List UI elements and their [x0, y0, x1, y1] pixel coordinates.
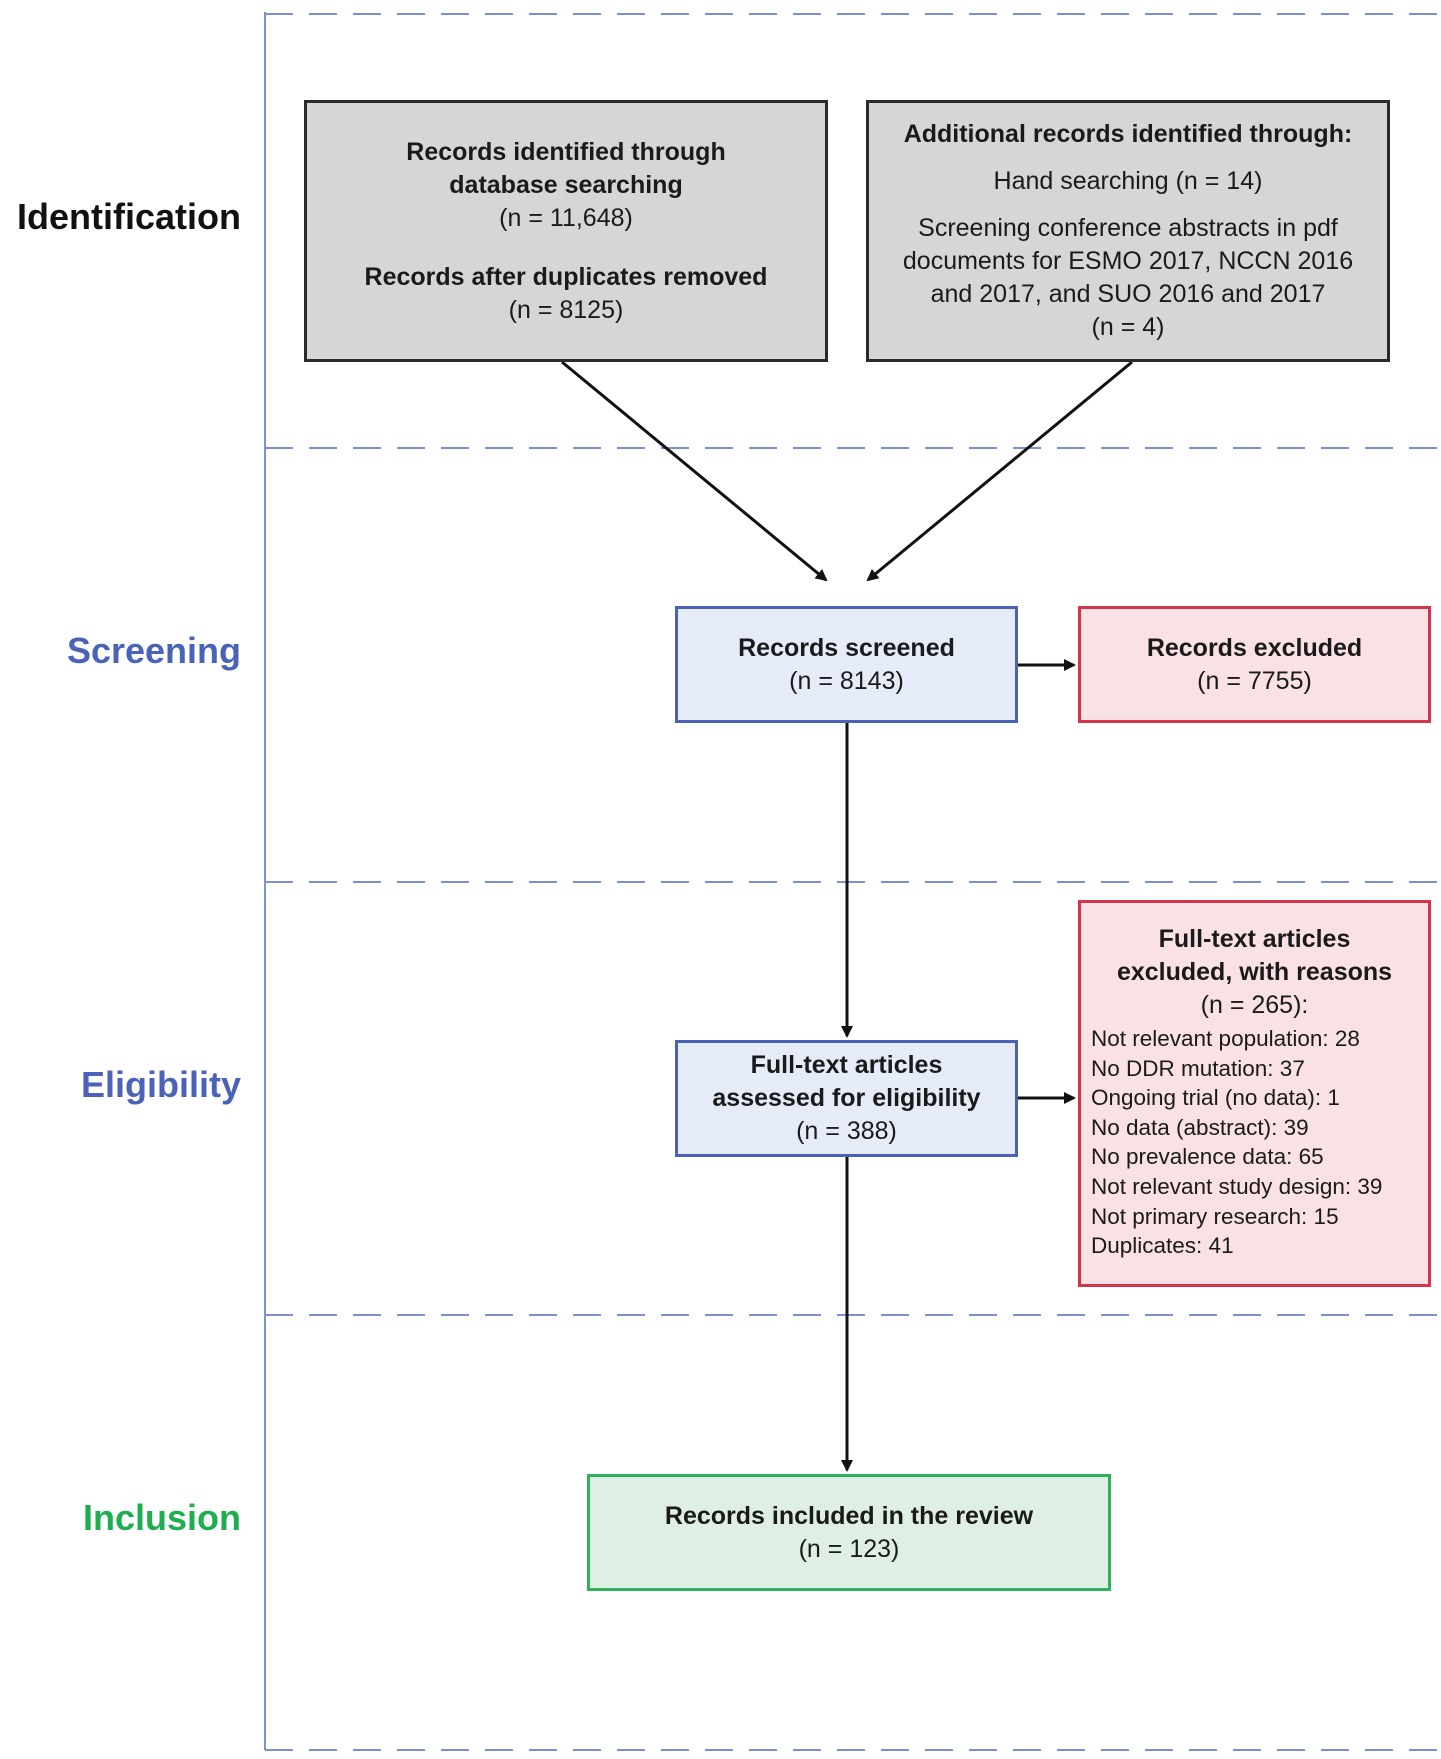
additional-box-title: Additional records identified through: — [903, 120, 1353, 148]
stage-label-inclusion: Inclusion — [82, 1497, 241, 1538]
arrow-additional-to-screened — [866, 360, 1133, 582]
conference-abstracts-text-1: Screening conference abstracts in pdf — [918, 214, 1338, 242]
duplicates-removed-count: (n = 8125) — [508, 295, 624, 324]
fulltext-assessed-count: (n = 388) — [796, 1117, 897, 1145]
duplicates-removed-title: Records after duplicates removed — [364, 262, 768, 291]
records-included-box: Records included in the review (n = 123) — [587, 1474, 1111, 1591]
records-included-count: (n = 123) — [798, 1534, 900, 1563]
records-screened-title: Records screened — [738, 633, 955, 662]
hand-searching-text: Hand searching (n = 14) — [993, 167, 1263, 195]
exclusion-reason: Not relevant population: 28 — [1091, 1026, 1360, 1051]
stage-label-eligibility: Eligibility — [80, 1064, 241, 1105]
exclusion-reason: No prevalence data: 65 — [1091, 1144, 1324, 1170]
records-screened-box: Records screened (n = 8143) — [675, 606, 1018, 723]
conference-abstracts-text-3: and 2017, and SUO 2016 and 2017 — [930, 280, 1326, 308]
records-screened-count: (n = 8143) — [789, 666, 904, 695]
fulltext-excluded-count: (n = 265): — [1200, 991, 1309, 1019]
exclusion-reasons-list: Not relevant population: 28 No DDR mutat… — [1091, 1024, 1418, 1261]
records-excluded-box: Records excluded (n = 7755) — [1078, 606, 1431, 723]
additional-records-box: Additional records identified through: H… — [866, 100, 1390, 362]
database-box-title-2: database searching — [449, 170, 683, 199]
fulltext-excluded-box: Full-text articles excluded, with reason… — [1078, 900, 1431, 1287]
exclusion-reason: No DDR mutation: 37 — [1091, 1055, 1305, 1081]
fulltext-assessed-box: Full-text articles assessed for eligibil… — [675, 1040, 1018, 1157]
stage-label-identification: Identification — [17, 196, 241, 237]
fulltext-excluded-title-1: Full-text articles — [1158, 925, 1351, 953]
conference-abstracts-text-2: documents for ESMO 2017, NCCN 2016 — [902, 247, 1354, 275]
database-box-count: (n = 11,648) — [499, 203, 633, 232]
exclusion-reason: Ongoing trial (no data): 1 — [1091, 1085, 1340, 1111]
arrow-database-to-screened — [561, 360, 828, 582]
exclusion-reason: Not relevant study design: 39 — [1091, 1173, 1383, 1199]
exclusion-reason: Duplicates: 41 — [1091, 1233, 1234, 1259]
stage-label-screening: Screening — [66, 630, 241, 671]
conference-abstracts-count: (n = 4) — [1091, 313, 1165, 341]
database-records-box: Records identified through database sear… — [304, 100, 828, 362]
records-included-title: Records included in the review — [664, 1501, 1034, 1530]
records-excluded-title: Records excluded — [1146, 633, 1363, 662]
fulltext-assessed-title-2: assessed for eligibility — [712, 1084, 981, 1112]
fulltext-assessed-title-1: Full-text articles — [750, 1051, 943, 1079]
fulltext-excluded-title-2: excluded, with reasons — [1116, 958, 1393, 986]
exclusion-reason: No data (abstract): 39 — [1091, 1114, 1309, 1140]
database-box-title-1: Records identified through — [406, 137, 726, 166]
exclusion-reason: Not primary research: 15 — [1091, 1203, 1339, 1229]
records-excluded-count: (n = 7755) — [1197, 666, 1312, 695]
